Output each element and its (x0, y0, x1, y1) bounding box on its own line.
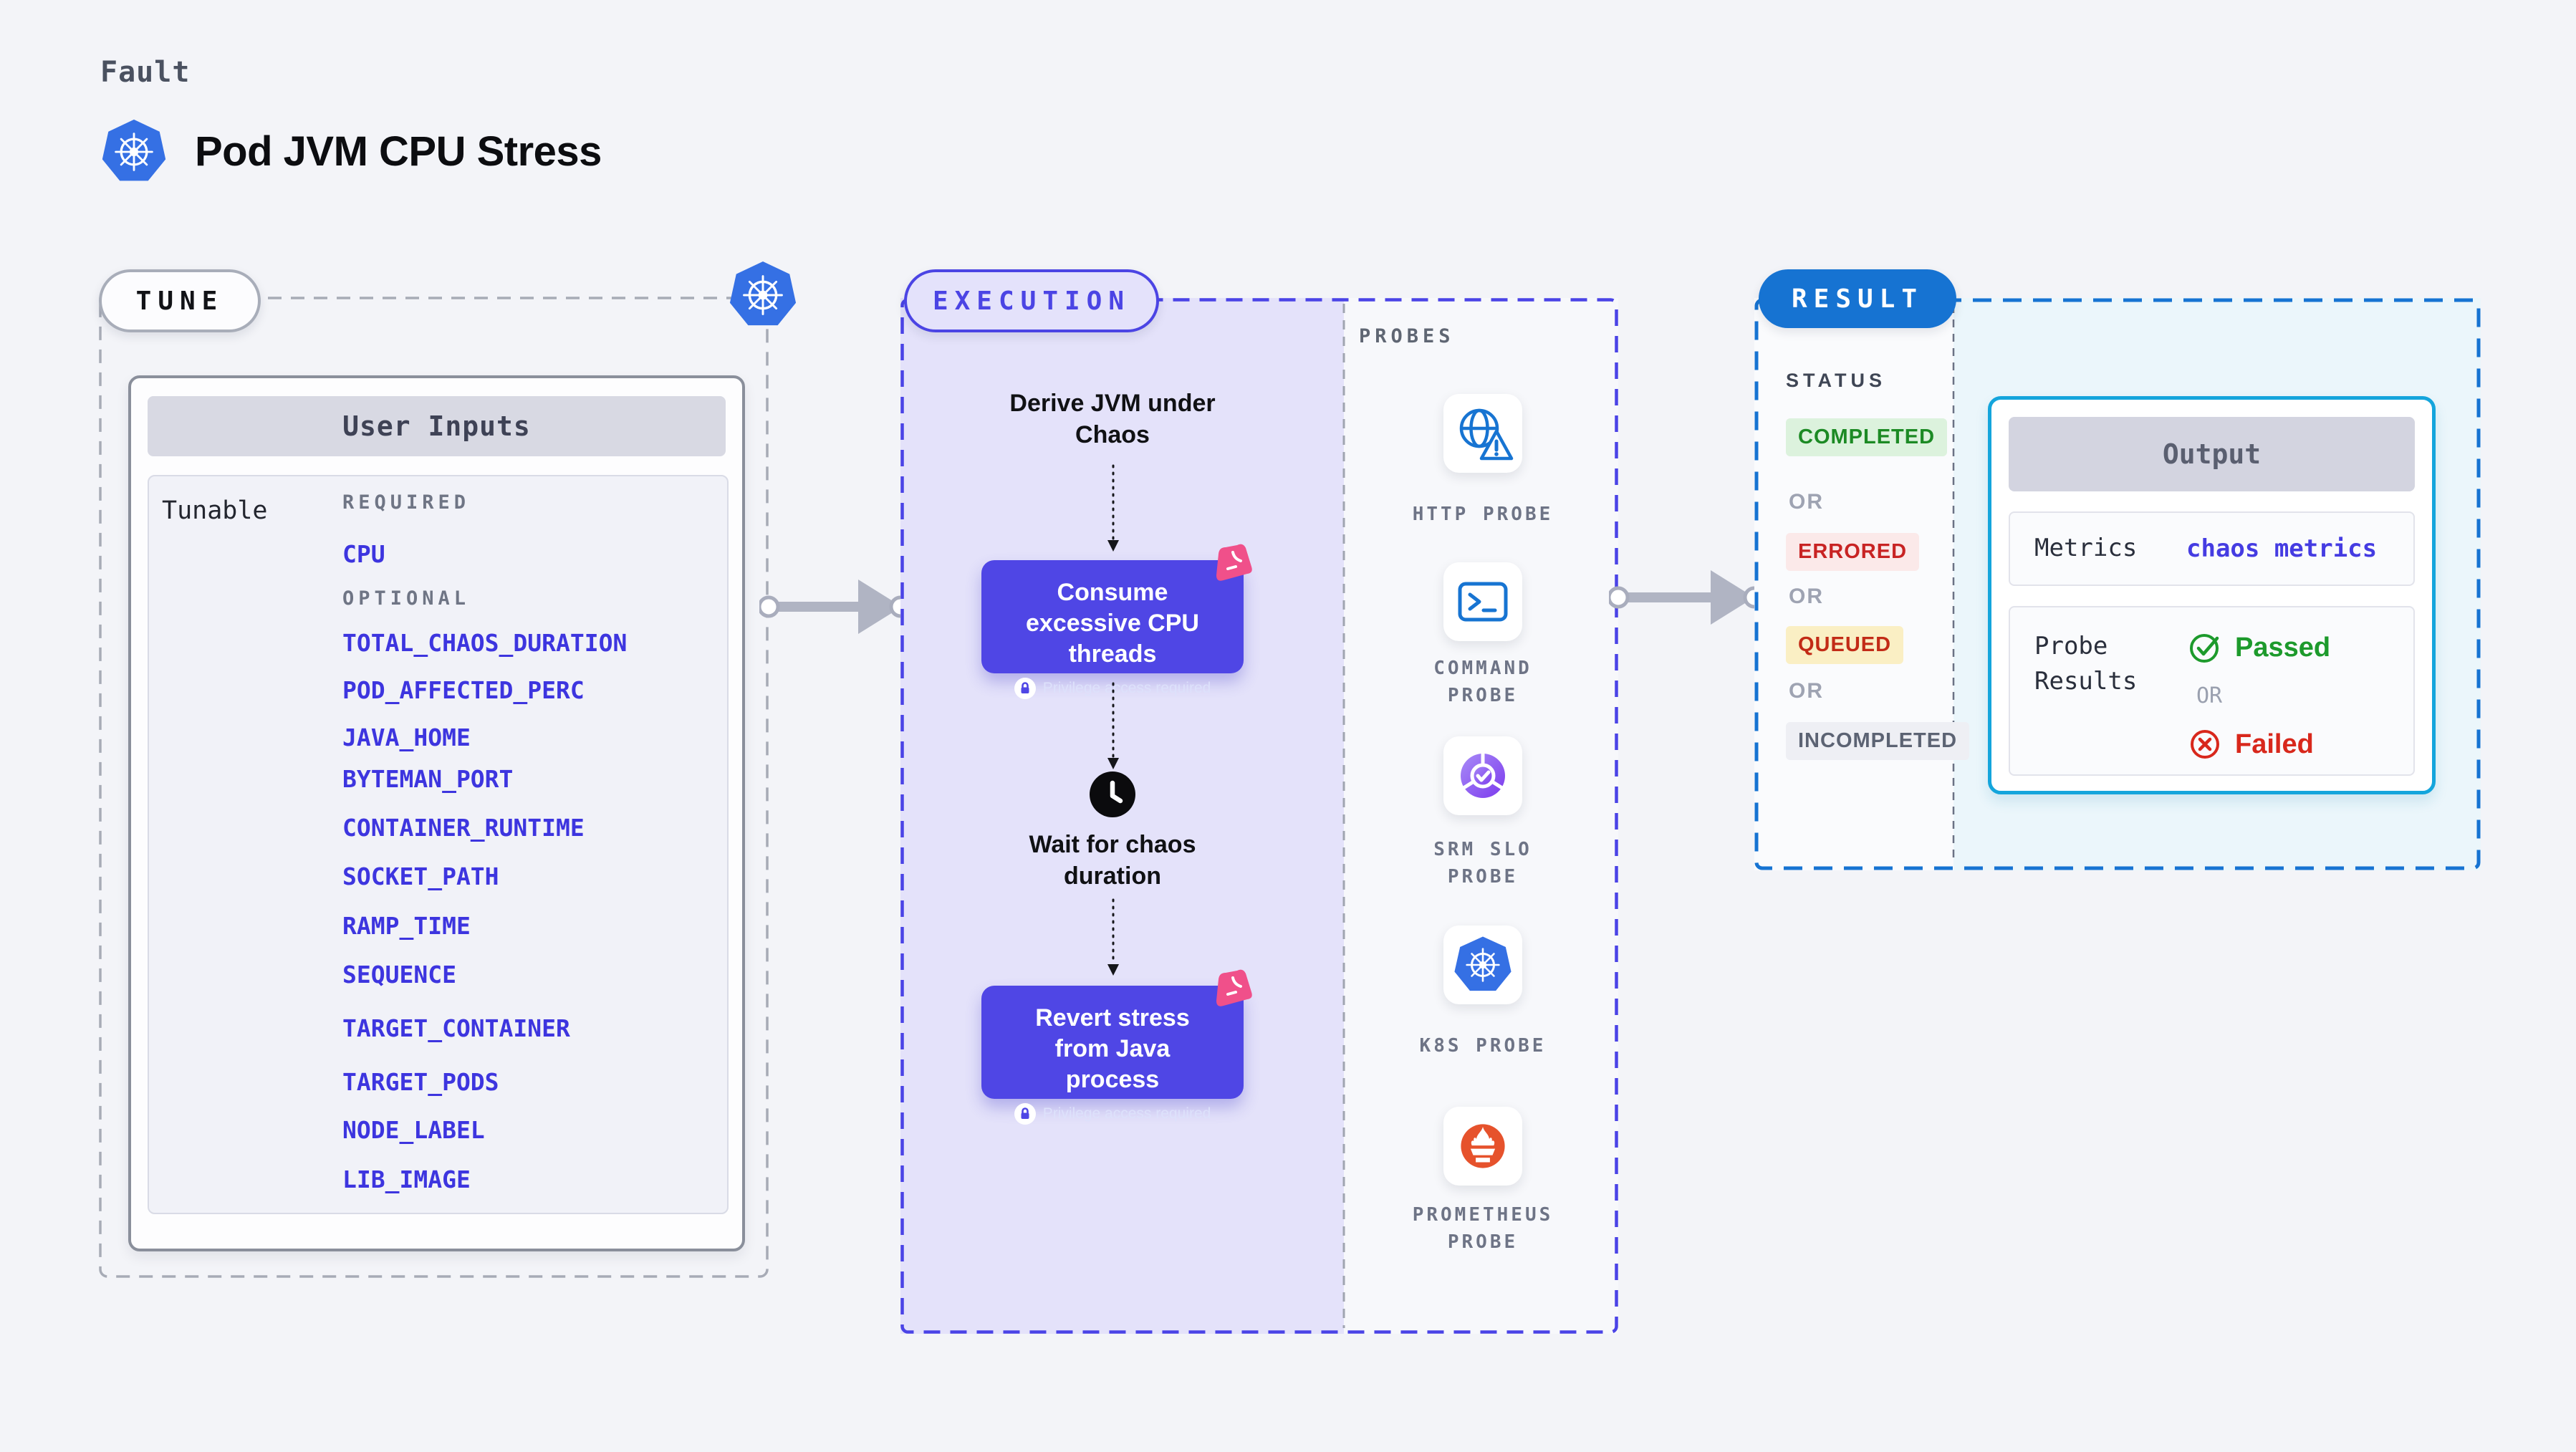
execution-dashed-border (900, 298, 1618, 1334)
k8s-probe-icon (1452, 934, 1514, 996)
probe-label: COMMAND PROBE (1433, 658, 1532, 706)
passed-label: Passed (2235, 632, 2331, 663)
step-consume-label: Consume excessive CPU threads (1026, 579, 1199, 668)
execution-flow-area (900, 298, 1344, 1334)
tunable-item[interactable]: TOTAL_CHAOS_DURATION (342, 629, 628, 657)
tunable-item[interactable]: RAMP_TIME (342, 912, 471, 940)
tunable-item[interactable]: POD_AFFECTED_PERC (342, 676, 585, 704)
result-dashed-border (1754, 298, 2481, 870)
user-inputs-header: User Inputs (148, 396, 726, 456)
step-revert-box: Revert stress from Java process Privileg… (981, 986, 1244, 1125)
status-badge: INCOMPLETED (1786, 722, 1970, 760)
tunable-item[interactable]: BYTEMAN_PORT (342, 765, 514, 793)
fault-kicker: Fault (100, 56, 191, 89)
kubernetes-icon (728, 259, 798, 331)
tunable-item[interactable]: SOCKET_PATH (342, 862, 499, 890)
prometheus-probe-icon (1451, 1114, 1515, 1178)
http-probe-icon (1451, 401, 1515, 466)
or-separator: OR (2196, 683, 2223, 708)
execution-to-result-arrow (1609, 560, 1764, 635)
tune-badge: TUNE (99, 269, 261, 332)
clock-icon (1089, 771, 1136, 818)
litmus-chaos-icon (1213, 543, 1254, 583)
status-badge: QUEUED (1786, 626, 1904, 664)
tunable-item[interactable]: LIB_IMAGE (342, 1165, 471, 1193)
tunable-item[interactable]: SEQUENCE (342, 961, 456, 989)
or-separator: OR (1789, 585, 1824, 608)
probe-label: K8S PROBE (1419, 1035, 1547, 1057)
x-circle-icon (2186, 726, 2224, 763)
tunable-item[interactable]: TARGET_CONTAINER (342, 1014, 570, 1042)
probe-card (1443, 1107, 1522, 1186)
probe-label: HTTP PROBE (1412, 504, 1554, 525)
probe-card (1443, 562, 1522, 641)
or-separator: OR (1789, 679, 1824, 703)
tunable-item[interactable]: JAVA_HOME (342, 723, 471, 751)
failed-label: Failed (2235, 729, 2314, 759)
metrics-label: Metrics (2034, 534, 2138, 563)
or-separator: OR (1789, 490, 1824, 514)
status-badge: COMPLETED (1786, 418, 1948, 456)
step-consume-box: Consume excessive CPU threads Privilege … (981, 560, 1244, 700)
lock-icon (1014, 678, 1036, 700)
output-panel: Output Metrics chaos metrics Probe Resul… (1988, 396, 2436, 794)
tune-dashed-border (99, 297, 769, 1278)
optional-group-label: OPTIONAL (342, 587, 471, 610)
passed-indicator: Passed (2186, 629, 2330, 666)
privilege-note: Privilege access required (1042, 1105, 1211, 1122)
execution-badge: EXECUTION (904, 269, 1159, 332)
probe-card (1443, 736, 1522, 815)
tunable-item[interactable]: CPU (342, 540, 385, 568)
result-badge: RESULT (1759, 269, 1956, 328)
flow-connector (1107, 464, 1120, 553)
tunable-item[interactable]: NODE_LABEL (342, 1116, 485, 1144)
tune-to-execution-arrow (759, 569, 911, 644)
flow-connector (1107, 682, 1120, 771)
step-wait-label: Wait for chaos duration (1029, 831, 1196, 890)
tunables-panel: Tunable REQUIRED CPU OPTIONAL TOTAL_CHAO… (148, 475, 729, 1214)
step-derive-label: Derive JVM under Chaos (1009, 390, 1216, 448)
tune-section (99, 297, 769, 1278)
check-circle-icon (2186, 629, 2224, 666)
result-section: RESULT STATUS COMPLETED OR ERRORED OR QU… (1754, 269, 2481, 870)
probe-label: SRM SLO PROBE (1433, 839, 1532, 888)
privilege-note: Privilege access required (1042, 680, 1211, 697)
probe-results-label: Probe Results (2034, 632, 2138, 696)
probes-label: PROBES (1359, 325, 1455, 347)
page-title: Pod JVM CPU Stress (195, 128, 602, 175)
status-column (1754, 298, 1953, 870)
kubernetes-icon (100, 117, 168, 186)
command-probe-icon (1451, 569, 1515, 634)
step-revert-label: Revert stress from Java process (1035, 1004, 1190, 1093)
litmus-chaos-icon (1213, 968, 1254, 1009)
tunable-item[interactable]: CONTAINER_RUNTIME (342, 814, 585, 842)
lock-icon (1014, 1103, 1036, 1125)
flow-connector (1107, 898, 1120, 977)
execution-section: EXECUTION Derive JVM under Chaos Consume… (900, 269, 1618, 1334)
tunable-item[interactable]: TARGET_PODS (342, 1068, 499, 1096)
required-group-label: REQUIRED (342, 491, 471, 514)
metrics-row: Metrics chaos metrics (2009, 511, 2415, 586)
srm-slo-probe-icon (1451, 744, 1515, 808)
status-label: STATUS (1786, 370, 1886, 391)
metrics-value[interactable]: chaos metrics (2186, 534, 2378, 563)
probe-card (1443, 925, 1522, 1004)
tunable-row-label: Tunable (162, 496, 268, 525)
user-inputs-card: User Inputs Tunable REQUIRED CPU OPTIONA… (128, 375, 745, 1251)
probe-results-row: Probe Results Passed OR (2009, 606, 2415, 776)
output-header: Output (2009, 417, 2415, 491)
probe-card (1443, 394, 1522, 473)
failed-indicator: Failed (2186, 726, 2330, 763)
status-badge: ERRORED (1786, 533, 1920, 571)
probe-label: PROMETHEUS PROBE (1412, 1204, 1554, 1253)
